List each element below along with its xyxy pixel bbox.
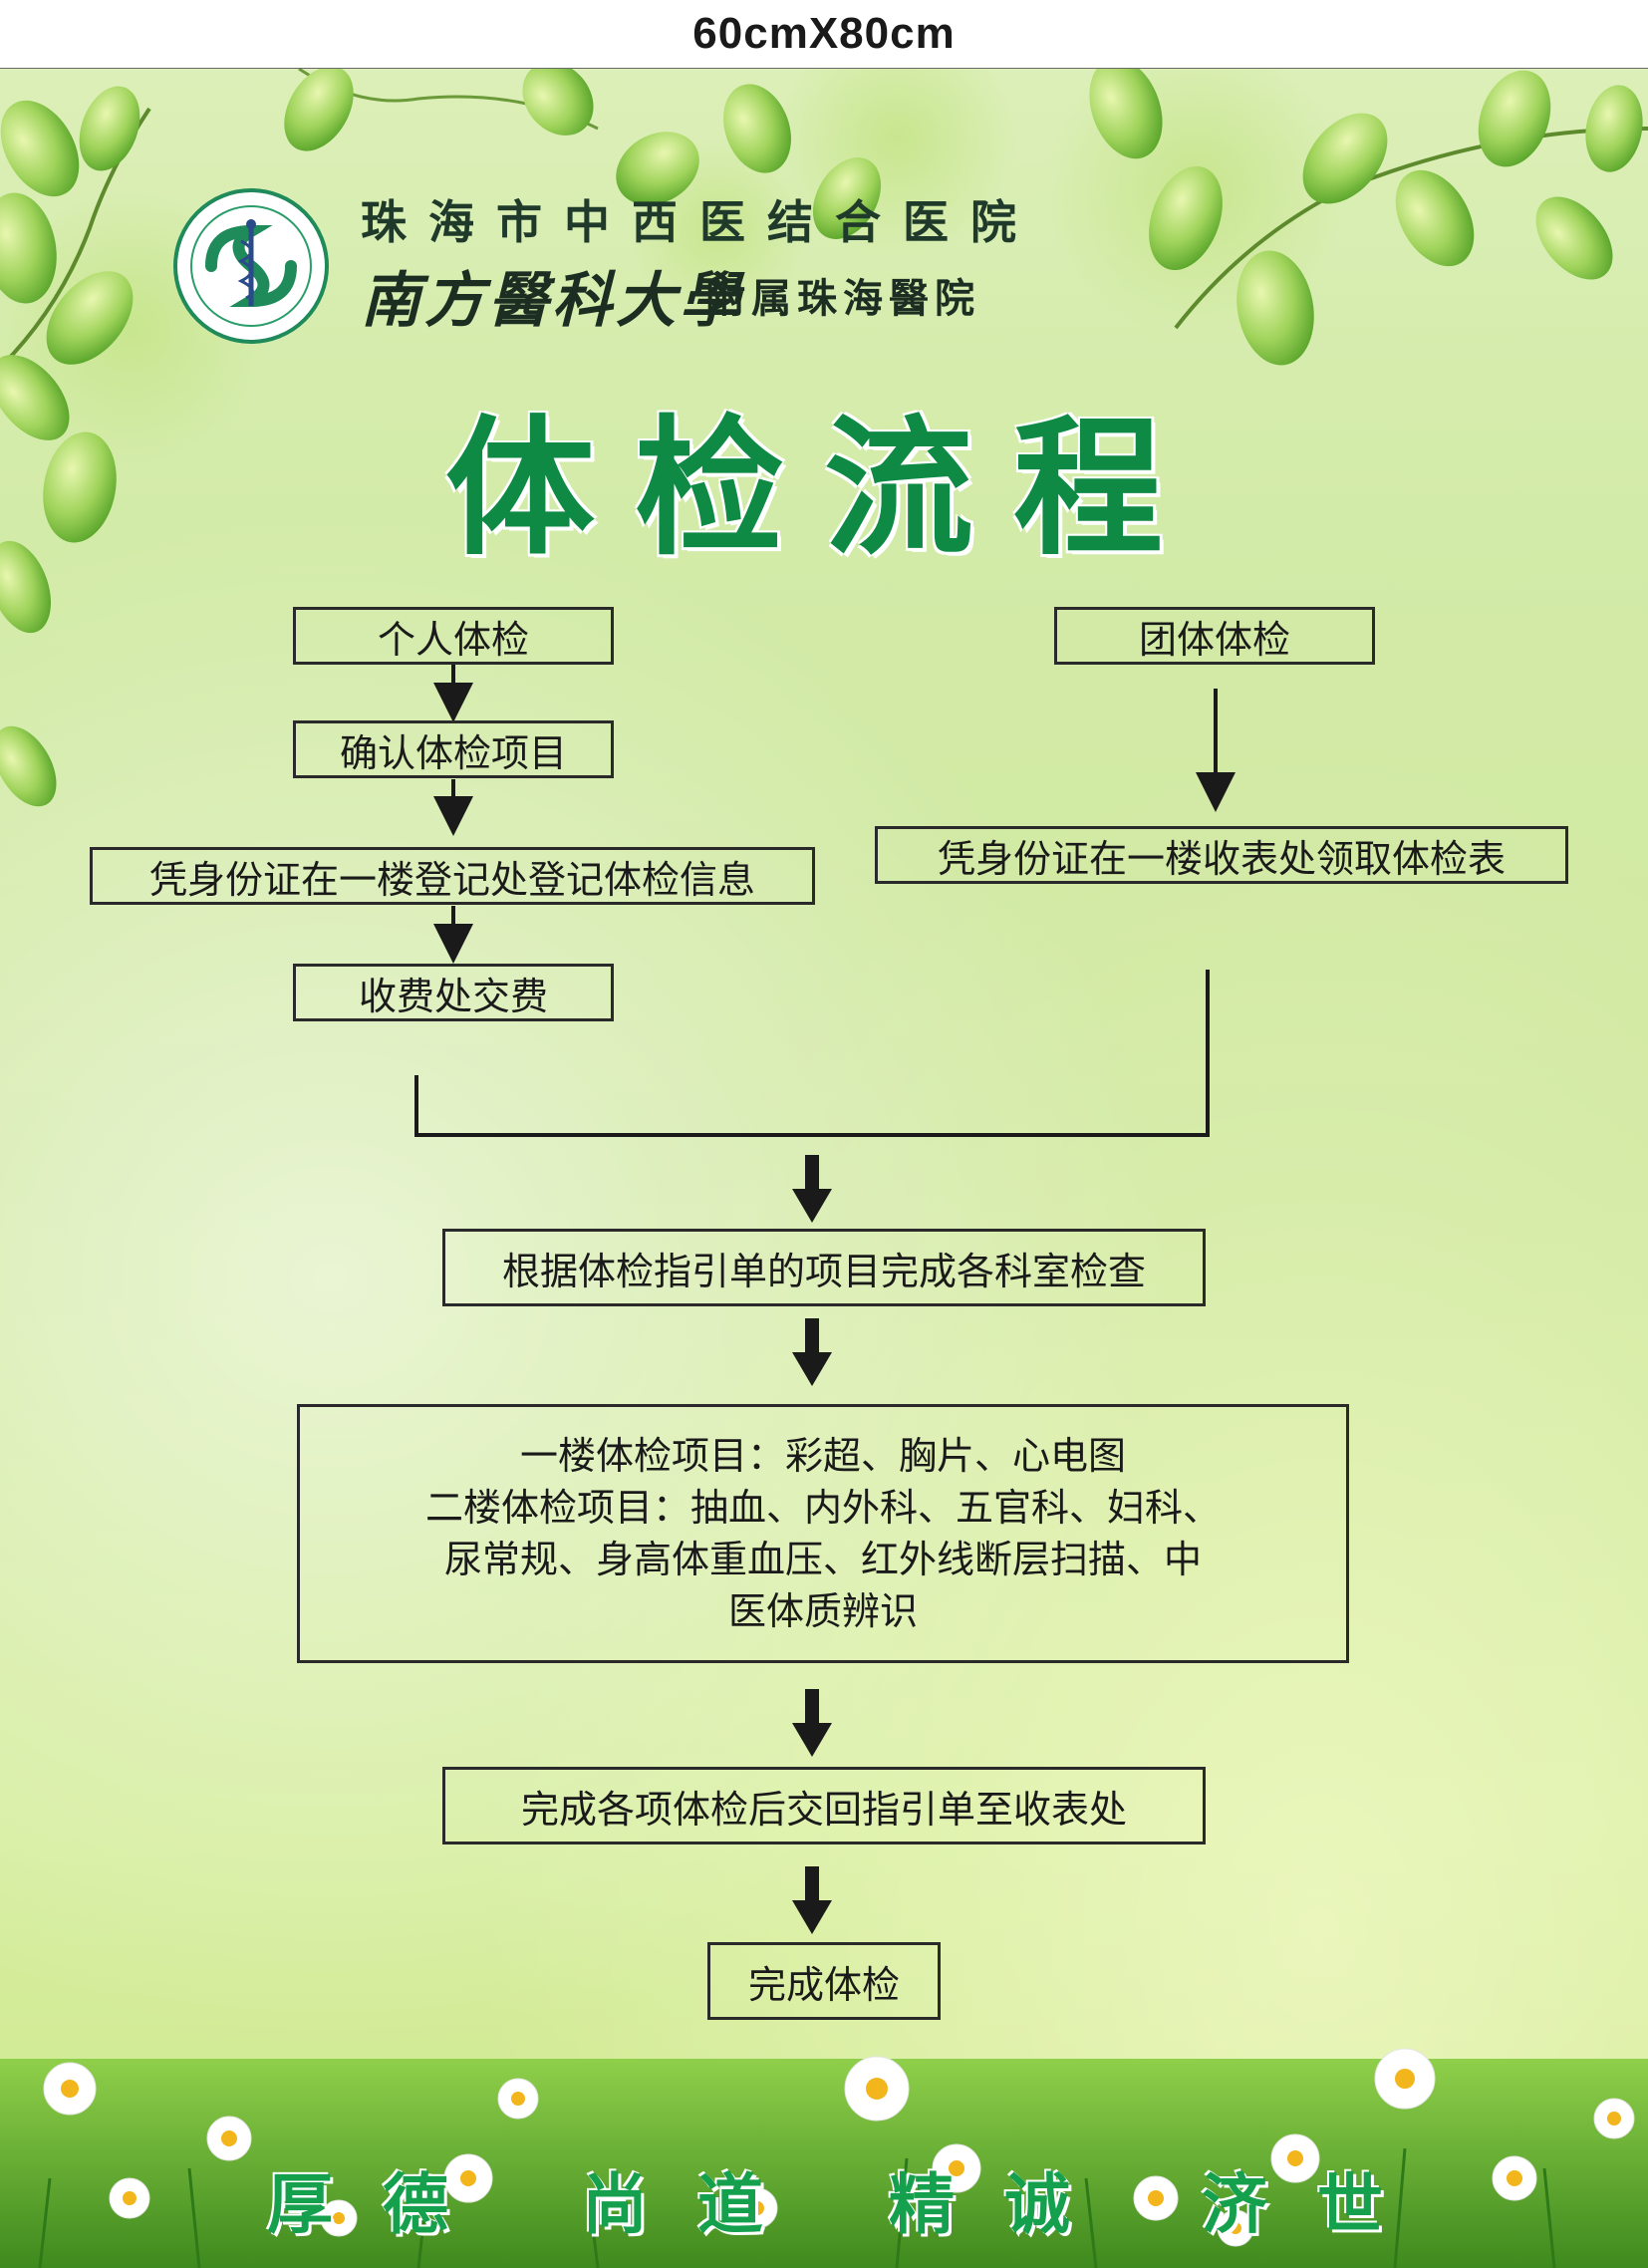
motto-word: 厚德 [267,2166,498,2243]
collect-form-box: 凭身份证在一楼收表处领取体检表 [875,826,1568,884]
exam-items-line: 一楼体检项目：彩超、胸片、心电图 [519,1434,1126,1478]
register-info-box: 凭身份证在一楼登记处登记体检信息 [90,847,815,905]
pay-fee-label: 收费处交费 [358,974,548,1018]
size-label: 60cmX80cm [692,9,956,58]
collect-form-label: 凭身份证在一楼收表处领取体检表 [937,836,1506,881]
return-guide-label: 完成各项体检后交回指引单至收表处 [520,1787,1127,1832]
grass-decoration [0,2048,1648,2268]
complete-exam-label: 完成体检 [747,1962,900,2007]
department-check-label: 根据体检指引单的项目完成各科室检查 [501,1249,1146,1293]
motto-word: 精诚 [889,2166,1120,2243]
personal-exam-box: 个人体检 [293,607,614,665]
complete-exam-box: 完成体检 [707,1942,941,2020]
confirm-items-label: 确认体检项目 [339,730,567,775]
group-exam-label: 团体体检 [1138,617,1290,662]
exam-items-box: 一楼体检项目：彩超、胸片、心电图 二楼体检项目：抽血、内外科、五官科、妇科、 尿… [297,1404,1349,1663]
leaves-decoration [0,69,1648,807]
flow-connectors [414,665,1236,1934]
confirm-items-box: 确认体检项目 [293,720,614,778]
motto-word: 尚道 [582,2166,813,2243]
exam-items-line: 尿常规、身高体重血压、红外线断层扫描、中 [443,1538,1202,1581]
hospital-name: 珠海市中西医结合医院 [361,195,1038,249]
exam-items-line: 二楼体检项目：抽血、内外科、五官科、妇科、 [424,1486,1221,1530]
group-exam-box: 团体体检 [1054,607,1375,665]
pay-fee-box: 收费处交费 [293,964,614,1021]
motto-word: 济世 [1202,2166,1433,2243]
poster: 珠海市中西医结合医院 南方醫科大學 附属珠海醫院 体检流程 [0,68,1648,2268]
exam-items-line: 医体质辨识 [727,1589,918,1633]
university-name: 南方醫科大學 [361,266,743,336]
department-check-box: 根据体检指引单的项目完成各科室检查 [442,1229,1206,1306]
return-guide-box: 完成各项体检后交回指引单至收表处 [442,1767,1206,1844]
register-info-label: 凭身份证在一楼登记处登记体检信息 [148,857,755,902]
hospital-logo [173,188,329,344]
poster-title: 体检流程 [444,403,1203,576]
affiliate-name: 附属珠海醫院 [705,275,980,322]
personal-exam-label: 个人体检 [377,617,529,662]
